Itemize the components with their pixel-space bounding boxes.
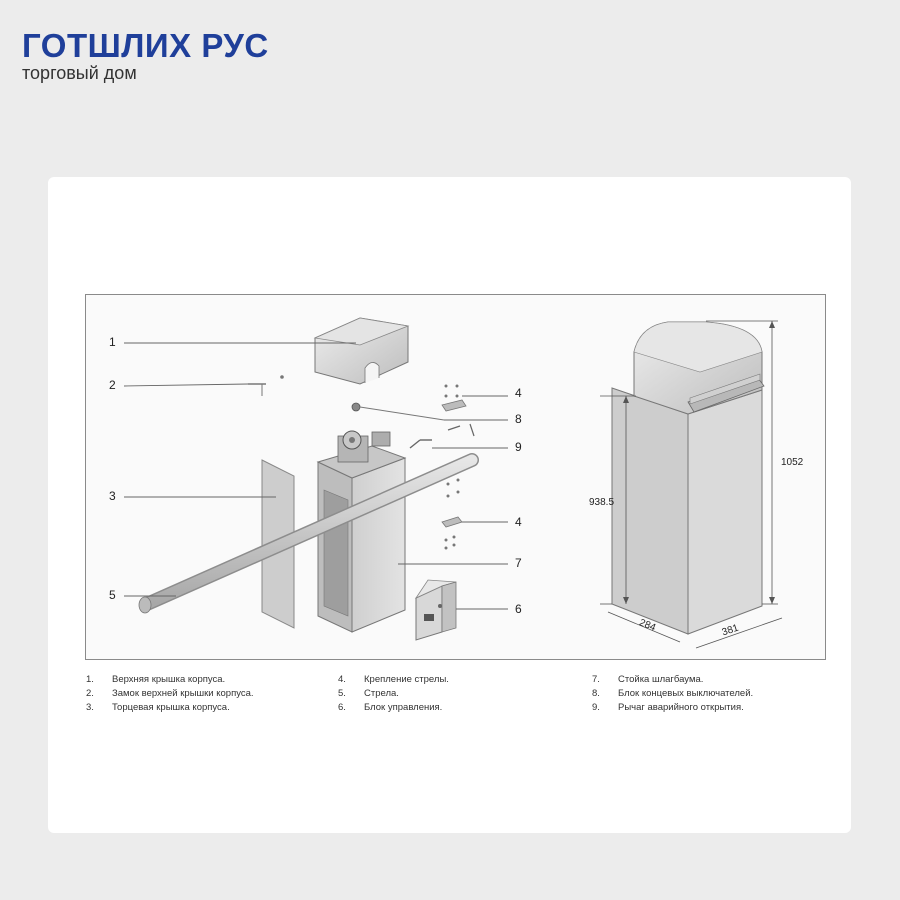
callout-4-lower: 4: [515, 515, 522, 529]
callout-1: 1: [109, 335, 116, 349]
assembled-barrier-view: [611, 321, 765, 635]
control-unit-part: [414, 579, 457, 641]
callout-5: 5: [109, 588, 116, 602]
legend-item: 8.Блок концевых выключателей.: [592, 688, 754, 699]
legend-item: 5.Стрела.: [338, 688, 399, 699]
legend-item: 6.Блок управления.: [338, 702, 443, 713]
emergency-lever-part: [409, 423, 475, 449]
brand-subtitle: торговый дом: [22, 63, 137, 83]
legend-item: 9.Рычаг аварийного открытия.: [592, 702, 744, 713]
legend-item: 7.Стойка шлагбаума.: [592, 674, 704, 685]
boom-mount-lower-part: [441, 478, 463, 550]
dimension-lines: [600, 320, 783, 649]
legend-item: 1.Верхняя крышка корпуса.: [86, 674, 226, 685]
top-cover-part: [313, 317, 410, 385]
callout-7: 7: [515, 556, 522, 570]
boom-mount-upper-part: [441, 384, 467, 412]
legend-item: 2.Замок верхней крышки корпуса.: [86, 688, 254, 699]
callout-2: 2: [109, 378, 116, 392]
callout-4-upper: 4: [515, 386, 522, 400]
callout-3: 3: [109, 489, 116, 503]
dimension-arrows: [623, 321, 775, 604]
dimension-total-height: 1052: [781, 457, 804, 468]
legend-column-1: 1.Верхняя крышка корпуса. 2.Замок верхне…: [86, 673, 254, 715]
legend-column-2: 4.Крепление стрелы. 5.Стрела. 6.Блок упр…: [338, 673, 449, 715]
brand-name: ГОТШЛИХ РУС: [22, 27, 269, 64]
callout-leader-lines: [123, 342, 508, 610]
callout-9: 9: [515, 440, 522, 454]
barrier-post-part: [316, 430, 407, 633]
brand-logo: ГОТШЛИХ РУС торговый дом: [22, 27, 269, 84]
boom-arm-part: [138, 453, 479, 614]
callout-8: 8: [515, 412, 522, 426]
cover-lock-part: [248, 375, 284, 396]
callout-6: 6: [515, 602, 522, 616]
limit-switch-part: [351, 402, 445, 421]
legend-column-3: 7.Стойка шлагбаума. 8.Блок концевых выкл…: [592, 673, 753, 715]
dimension-body-height: 938.5: [589, 497, 615, 508]
legend-item: 4.Крепление стрелы.: [338, 674, 449, 685]
legend-item: 3.Торцевая крышка корпуса.: [86, 702, 230, 713]
